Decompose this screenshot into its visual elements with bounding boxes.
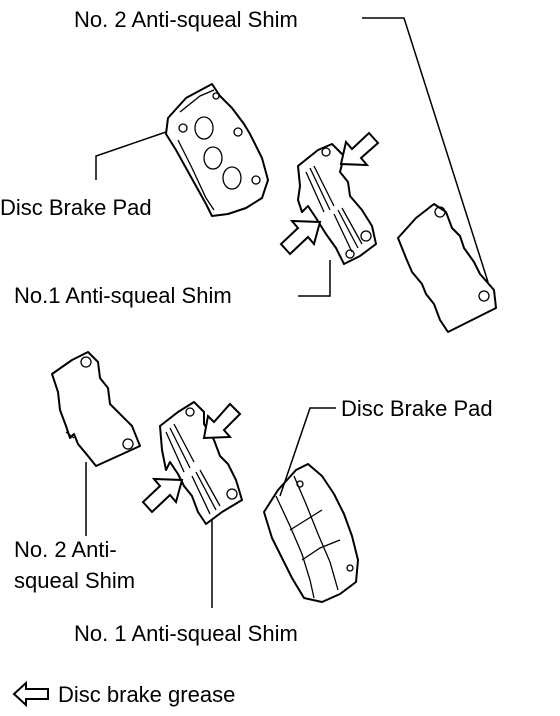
label-top-no1-shim: No.1 Anti-squeal Shim — [14, 283, 232, 308]
grease-arrow-top-2 — [279, 219, 322, 256]
no2-anti-squeal-shim-bottom — [51, 351, 141, 467]
legend-grease-label: Disc brake grease — [58, 682, 235, 707]
grease-legend: Disc brake grease — [12, 680, 235, 708]
grease-arrow-bottom-2 — [141, 477, 184, 514]
leader-top-no2-shim — [362, 17, 489, 283]
outline-arrow-left-icon — [12, 680, 49, 708]
no2-anti-squeal-shim-top — [397, 203, 497, 333]
no1-anti-squeal-shim-bottom — [159, 401, 243, 525]
label-bottom-no2-shim-line1: No. 2 Anti- — [14, 537, 117, 562]
grease-arrow-bottom-1 — [202, 402, 242, 440]
label-bottom-no2-shim-line2: squeal Shim — [14, 568, 135, 593]
disc-brake-pad-top — [165, 83, 269, 217]
leader-top-disc-pad — [95, 131, 167, 180]
leader-bottom-disc-pad — [279, 407, 336, 497]
leader-top-no1-shim — [298, 260, 331, 297]
label-bottom-disc-pad: Disc Brake Pad — [341, 396, 493, 421]
no1-anti-squeal-shim-top — [297, 143, 377, 265]
disc-brake-pad-bottom — [263, 463, 359, 603]
label-bottom-no1-shim: No. 1 Anti-squeal Shim — [74, 621, 298, 646]
label-top-no2-shim: No. 2 Anti-squeal Shim — [74, 7, 298, 32]
grease-arrow-top-1 — [339, 131, 380, 167]
label-top-disc-pad: Disc Brake Pad — [0, 195, 152, 220]
